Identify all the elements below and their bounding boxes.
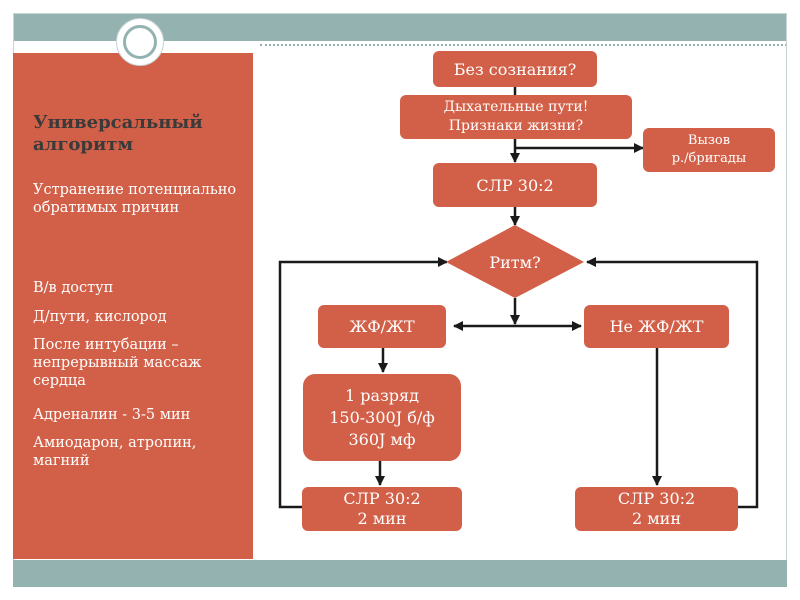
loop-left (278, 257, 448, 509)
sidebar-item-airway: Д/пути, кислород (33, 309, 167, 325)
node-airway-signs: Дыхательные пути! Признаки жизни? (400, 95, 632, 139)
node-call-team: Вызов р./бригады (643, 128, 775, 172)
decorative-ring-icon (116, 18, 164, 66)
slide-title: Универсальный алгоритм (33, 112, 203, 155)
node-cpr-right: СЛР 30:2 2 мин (575, 487, 738, 531)
node-shock: 1 разряд 150-300J б/ф 360J мф (303, 374, 461, 461)
rhythm-diamond-shape (446, 225, 584, 298)
node-non-vf-vt: Не ЖФ/ЖТ (584, 305, 729, 348)
node-cpr: СЛР 30:2 (433, 163, 597, 207)
dotted-divider (260, 44, 787, 48)
loop-right (586, 257, 759, 509)
node-cpr-left: СЛР 30:2 2 мин (302, 487, 462, 531)
node-vf-vt: ЖФ/ЖТ (318, 305, 446, 348)
sidebar-item-drugs: Амиодарон, атропин, магний (33, 435, 197, 469)
sidebar-item-iv-access: В/в доступ (33, 280, 114, 296)
bottom-bar (13, 560, 787, 587)
sidebar-item-adrenaline: Адреналин - 3-5 мин (33, 407, 191, 423)
sidebar-panel (13, 53, 253, 559)
node-rhythm-label: Ритм? (489, 252, 541, 272)
sidebar-item-causes: Устранение потенциально обратимых причин (33, 182, 237, 216)
node-unconscious: Без сознания? (433, 51, 597, 87)
sidebar-item-intubation: После интубации – непрерывный массаж сер… (33, 337, 202, 389)
